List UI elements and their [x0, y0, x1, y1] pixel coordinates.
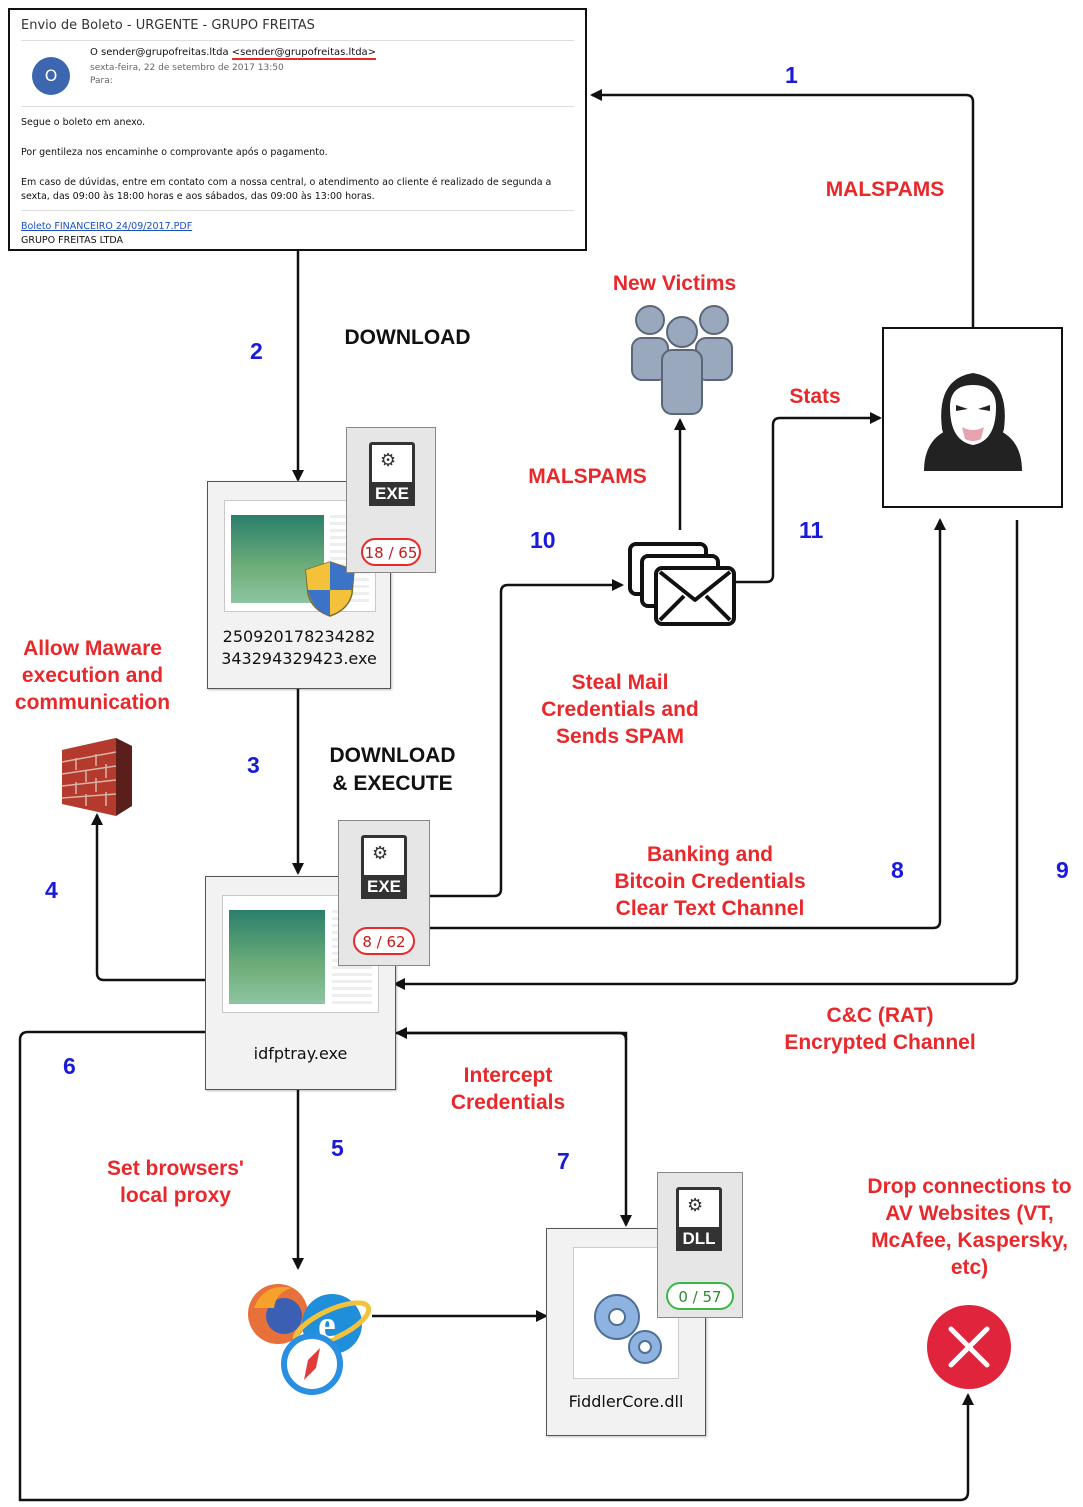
firewall-icon [61, 738, 132, 816]
label-steal-mail: Steal Mail Credentials and Sends SPAM [541, 671, 699, 748]
dll-badge: ⚙ DLL 0 / 57 [657, 1172, 743, 1318]
email-sender: O sender@grupofreitas.ltda <sender@grupo… [90, 47, 377, 60]
arrow-11 [735, 412, 882, 584]
hacker-mask-icon [924, 373, 1022, 471]
detection-ratio: 18 / 65 [361, 538, 421, 566]
email-date: sexta-feira, 22 de setembro de 2017 13:5… [90, 63, 284, 73]
divider [21, 40, 574, 41]
mail-stack-icon [628, 542, 736, 626]
label-intercept: Intercept Credentials [450, 1064, 566, 1114]
label-malspams: MALSPAMS [528, 465, 647, 488]
users-group-icon [631, 305, 733, 415]
step-number-9: 9 [1056, 857, 1069, 883]
divider [21, 210, 574, 211]
label-stats: Stats [789, 385, 841, 408]
step-number-11: 11 [799, 517, 824, 543]
step-number-6: 6 [63, 1053, 76, 1079]
step-number-10: 10 [530, 527, 556, 553]
label-allow-malware: Allow Maware execution and communication [14, 637, 171, 714]
gears-icon [594, 1294, 662, 1364]
step-number-2: 2 [250, 338, 263, 364]
gears-icon: ⚙ [380, 450, 397, 470]
step-number-1: 1 [785, 62, 798, 88]
label-set-proxy: Set browsers' local proxy [107, 1157, 244, 1207]
label-drop-connections: Drop connections to AV Websites (VT, McA… [867, 1175, 1072, 1279]
gears-icon: ⚙ [372, 843, 389, 863]
divider [21, 106, 574, 107]
file-type-label: EXE [369, 482, 415, 506]
label-download: DOWNLOAD [344, 326, 471, 349]
attachment-link[interactable]: Boleto FINANCEIRO 24/09/2017.PDF [21, 221, 193, 232]
email-subject: Envio de Boleto - URGENTE - GRUPO FREITA… [21, 18, 315, 33]
idfptray-filename: idfptray.exe [253, 1044, 348, 1063]
avatar: O [32, 57, 70, 95]
uac-shield-icon [305, 561, 355, 617]
detection-ratio: 0 / 57 [666, 1282, 734, 1310]
gears-icon: ⚙ [687, 1195, 704, 1215]
arrow-1 [590, 89, 975, 327]
arrow-10 [428, 579, 624, 898]
step-number-4: 4 [45, 877, 58, 903]
fiddlercore-filename: FiddlerCore.dll [568, 1392, 684, 1411]
block-icon [927, 1305, 1011, 1389]
email-body-line: Em caso de dúvidas, entre em contato com… [21, 177, 552, 202]
phishing-email: Envio de Boleto - URGENTE - GRUPO FREITA… [8, 8, 587, 251]
exe-badge: ⚙ EXE 8 / 62 [338, 820, 430, 966]
step-number-7: 7 [557, 1148, 570, 1174]
exe-file-icon: ⚙ EXE [361, 835, 407, 899]
arrow-9 [393, 520, 1019, 990]
email-body-line: Por gentileza nos encaminhe o comprovant… [21, 147, 328, 158]
label-new-victims: New Victims [612, 272, 737, 295]
arrow-6 [18, 1030, 974, 1502]
downloader-filename: 250920178234282 343294329423.exe [221, 627, 377, 668]
step-number-8: 8 [891, 857, 904, 883]
step-number-5: 5 [331, 1135, 344, 1161]
arrow-8 [428, 518, 946, 930]
email-company: GRUPO FREITAS LTDA [21, 235, 124, 246]
sender-address: <sender@grupofreitas.ltda> [231, 47, 377, 60]
email-to-label: Para: [90, 76, 113, 86]
browsers-icon: e [248, 1284, 372, 1395]
sender-name: O sender@grupofreitas.ltda [90, 47, 229, 58]
email-body-line: Segue o boleto em anexo. [21, 117, 146, 128]
dll-file-icon: ⚙ DLL [676, 1187, 722, 1251]
label-banking: Banking and Bitcoin Credentials Clear Te… [614, 843, 806, 920]
label-download-execute: DOWNLOAD & EXECUTE [329, 744, 456, 795]
arrow-4 [91, 813, 205, 982]
label-malspams-top: MALSPAMS [825, 178, 945, 201]
exe-file-icon: ⚙ EXE [369, 442, 415, 506]
arrow-7b [395, 1027, 628, 1040]
file-type-label: DLL [676, 1227, 722, 1251]
file-type-label: EXE [361, 875, 407, 899]
exe-badge: ⚙ EXE 18 / 65 [346, 427, 436, 573]
step-number-3: 3 [247, 752, 260, 778]
attacker-box [882, 327, 1063, 508]
label-cnc: C&C (RAT) Encrypted Channel [784, 1004, 976, 1054]
detection-ratio: 8 / 62 [353, 927, 415, 955]
